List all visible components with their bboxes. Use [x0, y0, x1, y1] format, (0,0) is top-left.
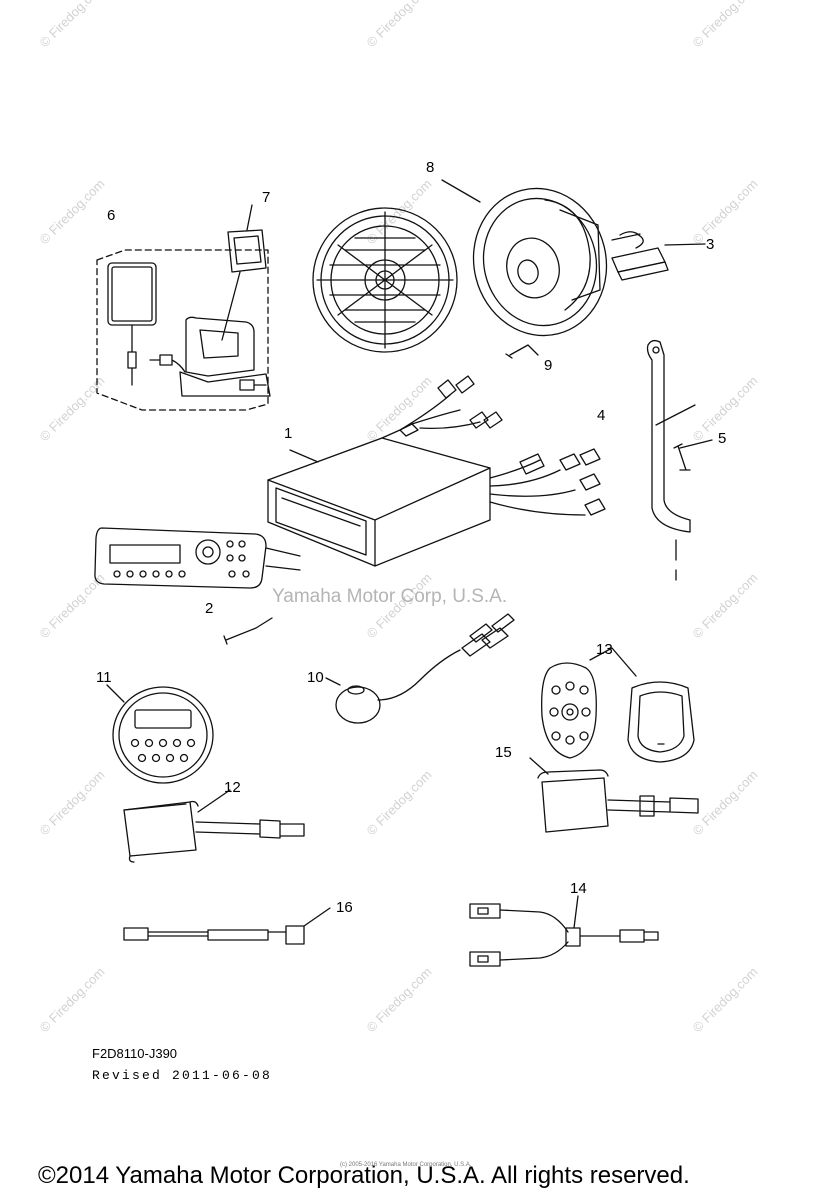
callout-16: 16 — [336, 899, 353, 916]
part-12-interface-box — [123, 789, 305, 863]
callout-7: 7 — [262, 189, 270, 206]
part-code: F2D8110-J390 — [92, 1046, 178, 1061]
callout-11: 11 — [96, 669, 112, 686]
callout-8: 8 — [426, 159, 434, 176]
part-10-wired-remote — [325, 613, 515, 724]
callout-14: 14 — [570, 880, 587, 897]
watermark-text: © Firedog.com — [364, 767, 435, 838]
watermark-text: © Firedog.com — [690, 570, 761, 641]
watermark-text: © Firedog.com — [364, 964, 435, 1035]
callout-15: 15 — [495, 744, 512, 761]
watermark-text: © Firedog.com — [690, 767, 761, 838]
part-7-cover — [221, 204, 267, 341]
callout-10: 10 — [307, 669, 324, 686]
callout-3: 3 — [706, 236, 714, 253]
callout-5: 5 — [718, 430, 726, 447]
part-6-display-kit — [96, 249, 271, 411]
part-15-interface-box — [529, 757, 699, 833]
watermark-text: © Firedog.com — [37, 176, 108, 247]
callout-6: 6 — [107, 207, 115, 224]
watermark-text: © Firedog.com — [37, 964, 108, 1035]
watermark-text: © Firedog.com — [364, 176, 435, 247]
watermark-text: © Firedog.com — [364, 0, 435, 50]
part-1-stereo-unit — [267, 375, 606, 567]
part-5-bolt — [673, 439, 713, 471]
copyright-notice: ©2014 Yamaha Motor Corporation, U.S.A. A… — [38, 1162, 690, 1189]
center-watermark: Yamaha Motor Corp, U.S.A. — [272, 586, 507, 607]
callout-4: 4 — [597, 407, 605, 424]
part-13-remote-holder — [541, 647, 695, 763]
stereo-faceplate — [94, 527, 301, 589]
callout-9: 9 — [544, 357, 552, 374]
part-11-round-controller — [106, 684, 214, 784]
part-9-screw — [505, 344, 539, 359]
watermark-text: © Firedog.com — [690, 964, 761, 1035]
watermark-text: © Firedog.com — [690, 176, 761, 247]
watermark-text: © Firedog.com — [37, 0, 108, 50]
part-2-screw — [223, 617, 273, 645]
callout-1: 1 — [284, 425, 292, 442]
watermark-text: © Firedog.com — [690, 0, 761, 50]
watermark-text: © Firedog.com — [37, 767, 108, 838]
part-14-y-cable — [469, 895, 659, 967]
watermark-text: © Firedog.com — [364, 373, 435, 444]
callout-2: 2 — [205, 600, 213, 617]
tiny-copyright: (c) 2005-2016 Yamaha Motor Corporation, … — [340, 1162, 472, 1168]
part-4-bracket — [646, 339, 696, 581]
callout-labels: 1 2 3 4 5 6 7 8 9 10 11 12 13 14 15 16 — [96, 159, 726, 916]
callout-13: 13 — [596, 641, 613, 658]
callout-12: 12 — [224, 779, 241, 796]
part-8-speaker — [312, 179, 608, 353]
revised-date: Revised 2011-06-08 — [92, 1068, 273, 1083]
watermark-layer: © Firedog.com © Firedog.com © Firedog.co… — [37, 0, 761, 1035]
part-3-clip — [611, 231, 706, 281]
part-16-cable — [123, 907, 331, 945]
